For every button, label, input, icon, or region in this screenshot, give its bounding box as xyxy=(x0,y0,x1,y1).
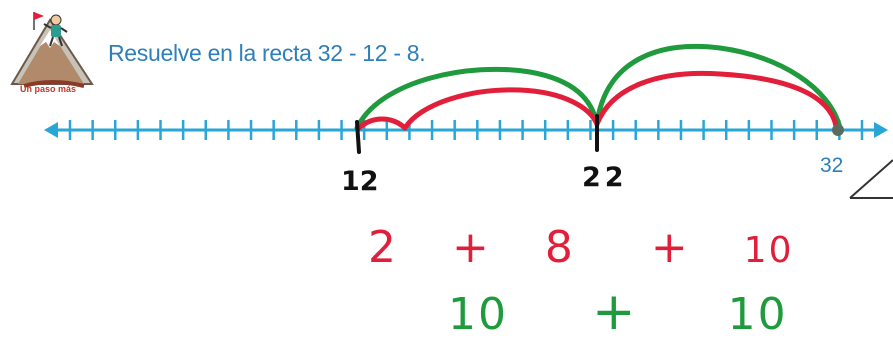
left-arrow-icon xyxy=(44,122,58,138)
eq-red-term-3: 10 xyxy=(743,230,794,271)
tick-marks xyxy=(68,120,864,140)
equation-red: 2 + 8 + 10 xyxy=(368,222,794,273)
equation-green: 10 + 10 xyxy=(448,282,788,342)
red-jump-arc-10 xyxy=(594,70,839,129)
green-jump-arc-2 xyxy=(594,43,843,131)
label-12: 12 xyxy=(341,166,379,197)
right-arrow-icon xyxy=(874,122,888,138)
eq-green-op-1: + xyxy=(592,282,638,342)
eq-red-op-2: + xyxy=(650,222,690,273)
label-32: 32 xyxy=(820,154,844,177)
green-jump-arc-1 xyxy=(354,66,600,131)
eq-red-term-1: 2 xyxy=(368,222,398,273)
endpoint-dot-32 xyxy=(832,124,844,136)
eq-red-op-1: + xyxy=(452,222,491,273)
red-jump-arc-2 xyxy=(356,116,408,131)
label-22: 22 xyxy=(582,162,628,193)
mark-12 xyxy=(355,120,361,154)
eq-green-term-2: 10 xyxy=(727,289,788,340)
red-jump-arc-8 xyxy=(402,87,600,131)
instruction-text: Resuelve en la recta 32 - 12 - 8. xyxy=(108,40,426,66)
mountain-climber-logo xyxy=(10,12,94,88)
eq-green-term-1: 10 xyxy=(448,289,508,340)
logo-caption: Un paso más xyxy=(19,84,77,94)
ruler-corner-icon xyxy=(849,159,893,199)
eq-red-term-2: 8 xyxy=(544,222,575,273)
